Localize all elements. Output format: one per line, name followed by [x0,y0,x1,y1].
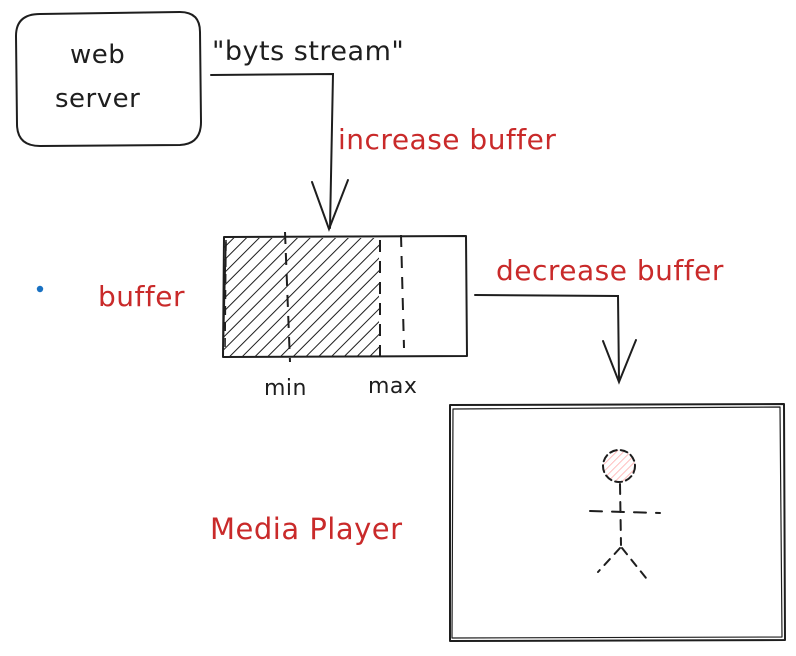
output-arrow [474,294,637,385]
min-label: min [264,376,307,401]
buffer-label: buffer [98,280,185,313]
buffer-fill-hatch [224,238,379,356]
stream-arrow [210,72,349,232]
media-player-label: Media Player [210,512,403,546]
web-server-node [15,11,202,147]
server-label: server [55,84,141,114]
min-marker-line [284,231,291,363]
blue-dot [36,285,44,293]
stream-label: "byts stream" [212,36,405,67]
max-label: max [368,374,418,399]
stick-figure [589,449,661,579]
buffer-box [222,235,468,358]
media-player-frame [449,403,786,642]
web-label: web [70,40,126,70]
buffer-level-line [400,234,405,349]
increase-buffer-label: increase buffer [338,123,557,156]
stick-figure-head [602,449,636,483]
decrease-buffer-label: decrease buffer [496,254,724,287]
